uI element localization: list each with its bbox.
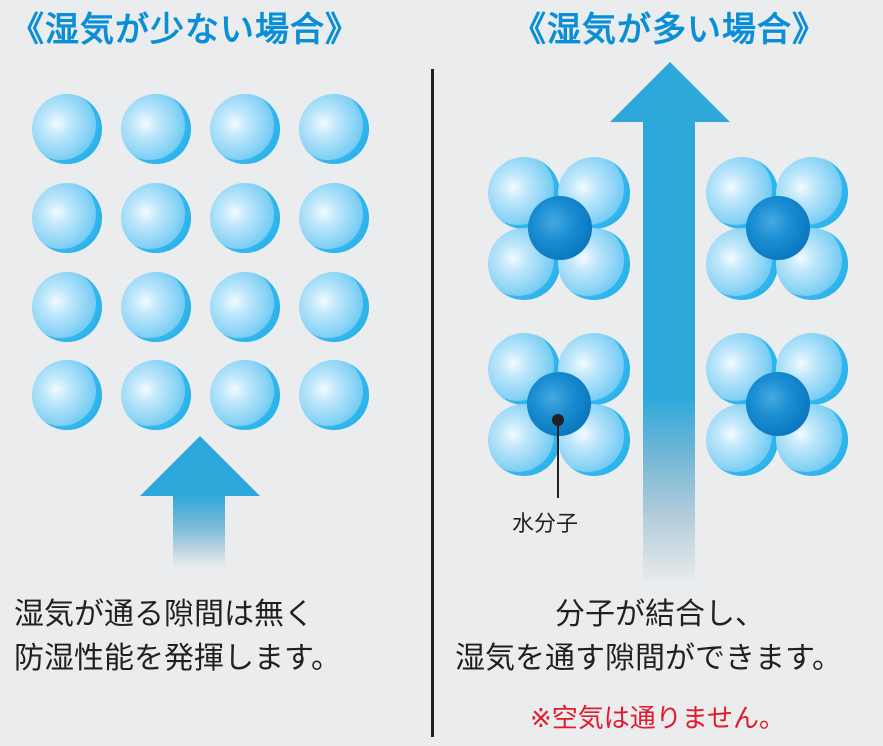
water-molecule-icon	[746, 196, 810, 260]
ball-icon	[210, 272, 280, 342]
panel-divider	[431, 69, 434, 737]
ball-icon	[299, 183, 369, 253]
left-caption-line2: 防湿性能を発揮します。	[14, 641, 341, 676]
ball-icon	[210, 94, 280, 164]
ball-icon	[121, 360, 191, 430]
water-molecule-icon	[527, 372, 591, 436]
left-caption-line1: 湿気が通る隙間は無く	[14, 597, 314, 632]
ball-icon	[32, 360, 102, 430]
ball-icon	[299, 272, 369, 342]
right-panel-title: 《湿気が多い場合》	[512, 10, 827, 50]
water-molecule-icon	[528, 196, 592, 260]
ball-icon	[121, 183, 191, 253]
ball-icon	[121, 94, 191, 164]
ball-icon	[299, 94, 369, 164]
left-panel-title: 《湿気が少ない場合》	[10, 10, 360, 50]
ball-icon	[299, 360, 369, 430]
ball-icon	[210, 183, 280, 253]
right-caption-line1: 分子が結合し、	[555, 597, 765, 632]
ball-icon	[32, 183, 102, 253]
water-molecule-label: 水分子	[512, 512, 579, 537]
ball-icon	[121, 272, 191, 342]
ball-icon	[32, 94, 102, 164]
right-caption-line2: 湿気を通す隙間ができます。	[455, 641, 842, 676]
ball-icon	[32, 272, 102, 342]
air-note: ※空気は通りません。	[530, 704, 786, 734]
leader-line	[557, 420, 559, 498]
ball-icon	[210, 360, 280, 430]
water-molecule-icon	[746, 372, 810, 436]
